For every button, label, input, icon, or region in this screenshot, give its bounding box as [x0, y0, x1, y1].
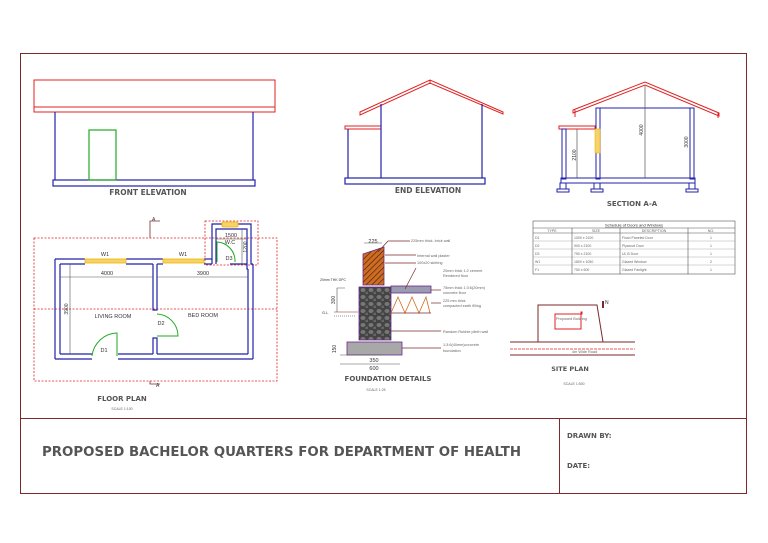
schedule-cell: 1800 x 1050: [574, 260, 593, 264]
callout-plaster: Internal wall plaster: [417, 254, 450, 258]
room-bed: BED ROOM: [188, 313, 218, 319]
dim-bed-width: 3900: [197, 271, 209, 277]
date-label: DATE:: [567, 462, 590, 470]
window-w1-bed: [162, 258, 205, 264]
section-window: [594, 128, 601, 154]
end-elevation: END ELEVATION: [344, 79, 504, 195]
window-label-w1-living: W1: [101, 252, 109, 258]
door-label-d1: D1: [100, 348, 107, 354]
dim-living-width: 4000: [101, 271, 113, 277]
door-d3-swing: [216, 241, 236, 263]
schedule-cell: Flush Paneled Door: [622, 236, 654, 240]
front-roof-eave: [33, 106, 276, 113]
site-plan: N Proposed Building 4m Wide Road SITE PL…: [510, 300, 635, 386]
road-label: 4m Wide Road: [572, 350, 597, 354]
schedule-cell: D1: [535, 236, 540, 240]
schedule-title: Schedule of Doors and Windows: [605, 223, 663, 228]
foundation-title: FOUNDATION DETAILS: [345, 375, 432, 383]
callout-foundation-1: 1:3:6(40mm)concrete: [443, 343, 479, 347]
schedule-header-type: TYPE: [547, 229, 557, 233]
front-elevation: FRONT ELEVATION: [33, 79, 276, 197]
schedule-cell: W1: [535, 260, 540, 264]
section-title: SECTION A-A: [607, 200, 658, 208]
section-dim-4000: 4000: [639, 124, 645, 135]
section-mark-bottom: A: [156, 383, 160, 389]
title-block: PROPOSED BACHELOR QUARTERS FOR DEPARTMEN…: [42, 432, 612, 470]
room-living: LIVING ROOM: [95, 314, 132, 320]
project-title: PROPOSED BACHELOR QUARTERS FOR DEPARTMEN…: [42, 444, 521, 460]
callout-skirting: 100x20 skirting: [417, 261, 443, 265]
floor-plan: A A: [33, 217, 278, 411]
schedule-cell: 750 x 2100: [574, 252, 591, 256]
schedule-cell: UL B Door: [622, 252, 639, 256]
schedule-cell: 750 x 600: [574, 268, 589, 272]
callout-concrete-floor-1: 75mm thick 1:3:6(20mm): [443, 286, 486, 290]
schedule-cell: 900 x 2100: [574, 244, 591, 248]
schedule-cell: D2: [535, 244, 540, 248]
callout-foundation-2: foundation: [443, 349, 461, 353]
schedule-cell: D3: [535, 252, 540, 256]
schedule-cell: 1: [710, 268, 712, 272]
schedule-cell: 1: [710, 252, 712, 256]
schedule-header-description: DESCRIPTION: [642, 229, 667, 233]
door-label-d3: D3: [225, 256, 232, 262]
floor-plan-scale: SCALE 1:100: [111, 407, 132, 411]
callout-cement-1: 20mm thick 1:2 cement: [443, 269, 483, 273]
schedule-table: Schedule of Doors and Windows TYPE SIZE …: [532, 220, 736, 275]
schedule-cell: F1: [535, 268, 539, 272]
floor-plan-title: FLOOR PLAN: [97, 395, 147, 403]
section-dim-3000: 3000: [684, 136, 690, 147]
callout-earth-2: compacted earth filling: [443, 304, 481, 308]
schedule-cell: 1000 x 2100: [574, 236, 593, 240]
dim-plinth-300: 300: [331, 296, 337, 305]
window-label-w1-bed: W1: [179, 252, 187, 258]
schedule-cell: 2: [710, 260, 712, 264]
schedule-header-no: NO.: [708, 229, 714, 233]
window-w1-living: [84, 258, 127, 264]
door-d2-swing: [156, 313, 179, 337]
site-plan-title: SITE PLAN: [551, 365, 589, 373]
drawn-by-label: DRAWN BY:: [567, 432, 612, 440]
site-building-label: Proposed Building: [556, 317, 587, 321]
section-dim-2100: 2100: [572, 149, 578, 160]
schedule-cell: Plywood Door: [622, 244, 645, 248]
front-elevation-title: FRONT ELEVATION: [109, 188, 186, 197]
dim-wc-width: 1500: [225, 233, 237, 239]
site-plan-scale: SCALE 1:500: [563, 382, 584, 386]
dim-footing-600: 600: [369, 366, 378, 372]
callout-rubble: Random Rubble plinth wall: [443, 330, 488, 334]
callout-earth-1: 225 mm thick: [443, 299, 466, 303]
callout-cement-2: Rendered floor: [443, 274, 469, 278]
dim-wc-depth: 1200: [243, 241, 249, 252]
end-plinth: [344, 177, 486, 185]
schedule-cell: Glazed Fanlight: [622, 268, 647, 272]
door-d1-swing: [91, 332, 118, 357]
front-plinth: [52, 179, 256, 187]
end-elevation-title: END ELEVATION: [395, 186, 461, 195]
gl-label: G.L: [322, 310, 329, 315]
schedule-cell: Glazed Window: [622, 260, 647, 264]
window-f1-wc: [221, 221, 239, 228]
schedule-header-size: SIZE: [592, 229, 601, 233]
front-door: [88, 129, 117, 181]
dpc-label: 20mm THK DPC: [320, 278, 346, 282]
schedule-cell: 1: [710, 236, 712, 240]
front-roof-fascia: [33, 79, 276, 108]
section-a-a: 2100 4000 3000 SECTION A-A: [556, 81, 720, 208]
north-label: N: [605, 300, 609, 306]
door-label-d2: D2: [157, 321, 164, 327]
callout-brick-wall: 225mm thick. brick wall: [411, 239, 450, 243]
sheet-border: [20, 53, 747, 494]
foundation-details: 225 300 150 350 600 G.L 20mm THK DPC 225…: [320, 239, 488, 392]
foundation-scale: SCALE 1:25: [366, 388, 385, 392]
room-wc: W.C: [225, 240, 235, 246]
callout-concrete-floor-2: concrete floor: [443, 291, 467, 295]
dim-depth: 3900: [64, 303, 70, 314]
dim-wall-225: 225: [368, 239, 377, 245]
schedule-cell: 1: [710, 244, 712, 248]
dim-plinth-350: 350: [369, 358, 378, 364]
section-mark-top: A: [152, 217, 156, 223]
dim-footing-150: 150: [332, 345, 338, 354]
